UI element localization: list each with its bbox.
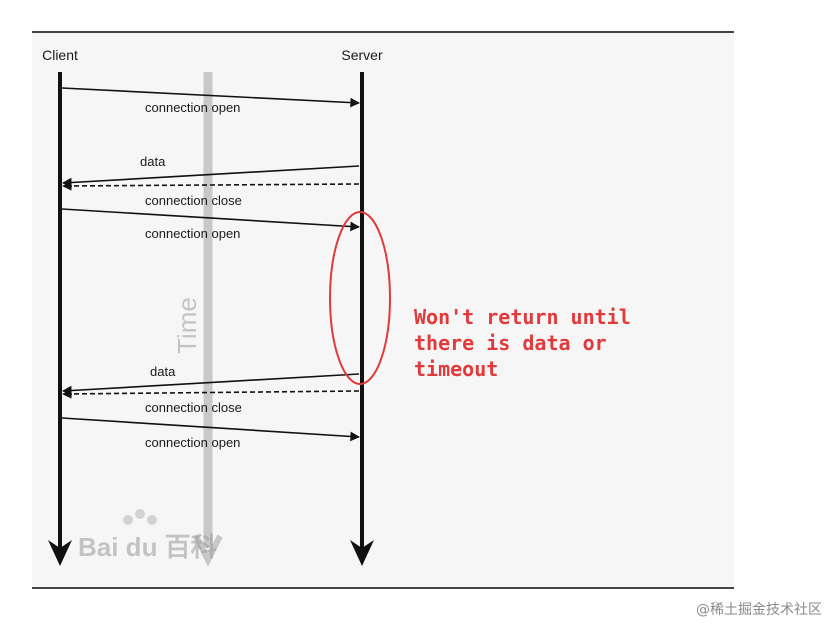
message-label: data (150, 364, 176, 379)
message-arrow-dashed (62, 181, 360, 191)
annotation-line: timeout (414, 357, 498, 381)
annotation-line: there is data or (414, 331, 607, 355)
message-arrow (61, 417, 360, 442)
message-label: connection close (145, 400, 242, 415)
time-label: Time (172, 297, 202, 354)
message-arrow (62, 165, 360, 188)
site-credit: @稀土掘金技术社区 (696, 602, 822, 618)
annotation: Won't return until there is data or time… (414, 305, 631, 381)
messages: connection open data connection close co… (61, 87, 360, 450)
time-axis-arrow-icon (193, 534, 223, 567)
client-lifeline-arrow-icon (48, 540, 72, 566)
server-lifeline-arrow-icon (350, 540, 374, 566)
paw-icon (123, 515, 133, 525)
message-arrow-dashed (62, 389, 360, 399)
message-label: connection close (145, 193, 242, 208)
server-label: Server (341, 47, 383, 63)
baidu-watermark-text: Bai du 百科 (78, 532, 217, 562)
message-label: data (140, 154, 166, 169)
message-label: connection open (145, 226, 240, 241)
message-arrow (62, 373, 360, 396)
message-label: connection open (145, 100, 240, 115)
diagram-background (32, 32, 734, 588)
client-label: Client (42, 47, 78, 63)
annotation-line: Won't return until (414, 305, 631, 329)
message-arrow (61, 87, 360, 108)
baidu-watermark: Bai du 百科 (78, 509, 217, 562)
wait-highlight-ellipse (329, 211, 391, 385)
message-arrow (61, 208, 360, 232)
message-label: connection open (145, 435, 240, 450)
